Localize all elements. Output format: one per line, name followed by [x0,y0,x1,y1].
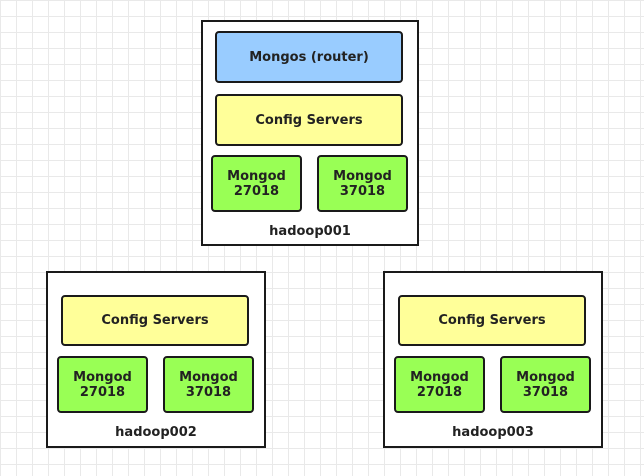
mongod-port: 27018 [79,384,126,400]
mongod-name: Mongod [333,168,392,184]
host-label: hadoop001 [269,224,351,239]
config-servers-box: Config Servers [215,94,403,146]
host-label: hadoop003 [452,425,534,440]
config-servers-label: Config Servers [101,313,209,328]
mongod-27018-box: Mongod 27018 [57,356,148,413]
mongod-name: Mongod [227,168,286,184]
mongod-port: 27018 [416,384,463,400]
config-servers-box: Config Servers [398,295,586,346]
mongod-37018-box: Mongod 37018 [163,356,254,413]
mongos-router-label: Mongos (router) [249,49,369,65]
config-servers-label: Config Servers [438,313,546,328]
mongod-name: Mongod [410,369,469,385]
mongod-port: 37018 [339,183,386,199]
mongod-27018-box: Mongod 27018 [394,356,485,413]
mongod-port: 27018 [233,183,280,199]
mongod-name: Mongod [73,369,132,385]
mongod-37018-box: Mongod 37018 [500,356,591,413]
host-hadoop001: Mongos (router) Config Servers Mongod 27… [201,20,419,246]
mongod-37018-box: Mongod 37018 [317,155,408,212]
host-hadoop003: Config Servers Mongod 27018 Mongod 37018… [383,271,603,448]
host-label: hadoop002 [115,425,197,440]
mongod-name: Mongod [516,369,575,385]
mongod-27018-box: Mongod 27018 [211,155,302,212]
config-servers-label: Config Servers [255,112,363,128]
mongod-port: 37018 [185,384,232,400]
mongos-router-box: Mongos (router) [215,31,403,83]
mongod-name: Mongod [179,369,238,385]
mongod-port: 37018 [522,384,569,400]
host-hadoop002: Config Servers Mongod 27018 Mongod 37018… [46,271,266,448]
config-servers-box: Config Servers [61,295,249,346]
